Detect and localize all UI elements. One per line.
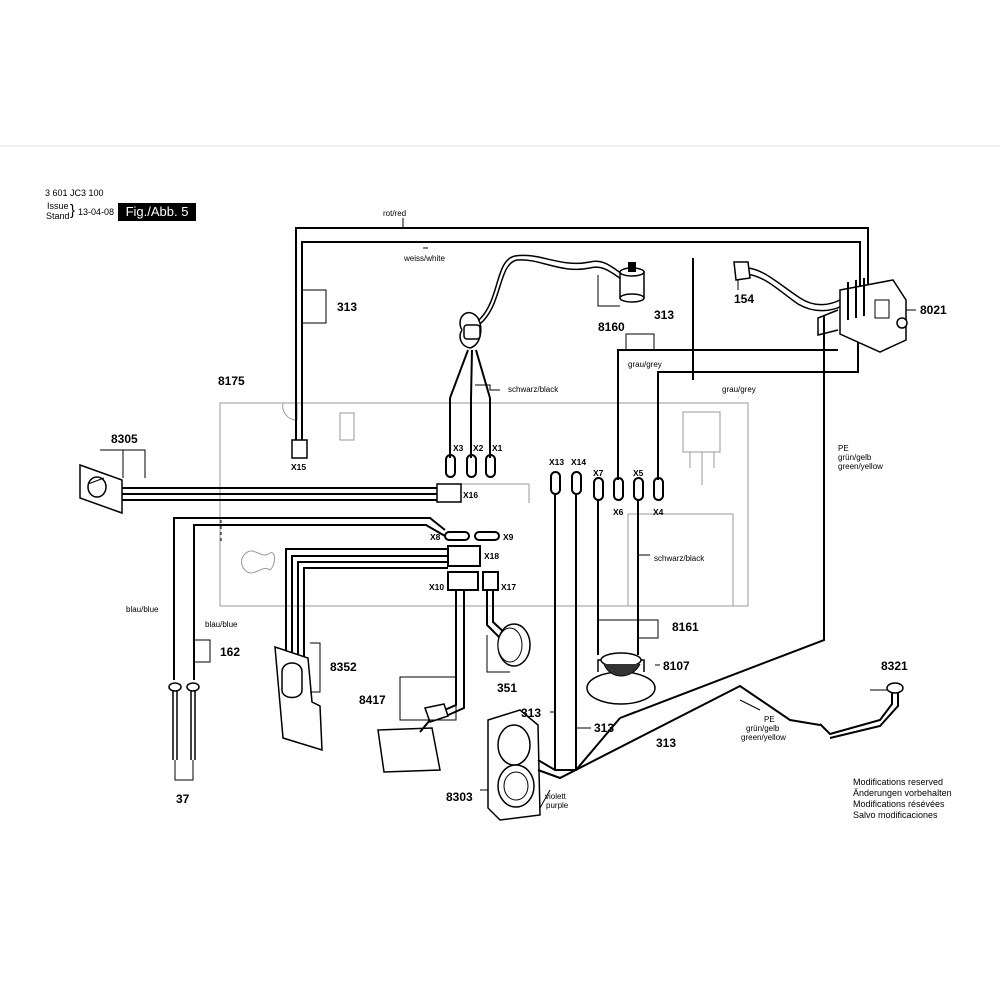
part-numbers: 8175 8305 313 8160 313 154 8021 8161 810… xyxy=(111,292,947,806)
doc-number: 3 601 JC3 100 xyxy=(45,188,104,198)
terminals-x1-x3 xyxy=(445,349,496,478)
part-313-top: 313 xyxy=(337,300,357,314)
part-8175: 8175 xyxy=(218,374,245,388)
label-x3: X3 xyxy=(453,443,464,453)
part-8352: 8352 xyxy=(330,660,357,674)
label-x4: X4 xyxy=(653,507,664,517)
thermal-fuse-sensor xyxy=(459,254,629,349)
component-8321 xyxy=(819,682,904,739)
wire-label-black-top: schwarz/black xyxy=(508,385,559,394)
wire-label-white: weiss/white xyxy=(403,254,445,263)
wire-label-pe-2-b: grün/gelb xyxy=(746,724,780,733)
part-37: 37 xyxy=(176,792,190,806)
note-line-4: Salvo modificaciones xyxy=(853,810,938,820)
part-8303: 8303 xyxy=(446,790,473,804)
wire-label-pe-1-a: PE xyxy=(838,444,849,453)
note-line-3: Modifications résévées xyxy=(853,799,945,809)
component-8160 xyxy=(619,262,645,303)
label-x16: X16 xyxy=(463,490,478,500)
wire-red-white xyxy=(295,227,869,440)
label-x15: X15 xyxy=(291,462,306,472)
modifications-note: Modifications reserved Änderungen vorbeh… xyxy=(853,777,952,821)
connector-x16-body xyxy=(436,483,462,503)
wire-label-red: rot/red xyxy=(383,209,406,218)
label-x5: X5 xyxy=(633,468,644,478)
wire-label-pe-1-c: green/yellow xyxy=(838,462,883,471)
leader-lines xyxy=(100,218,916,809)
component-8352 xyxy=(274,645,323,752)
wire-label-grey-1: grau/grey xyxy=(628,360,662,369)
issue-brace: } xyxy=(70,202,76,219)
connector-labels: X3 X2 X1 X15 X16 X13 X14 X7 X5 X6 X4 X8 … xyxy=(291,443,664,592)
wire-label-violet-a: violett xyxy=(545,792,567,801)
part-313-mid-right: 313 xyxy=(594,721,614,735)
label-x18: X18 xyxy=(484,551,499,561)
wire-label-grey-2: grau/grey xyxy=(722,385,756,394)
component-8417 xyxy=(377,703,449,773)
part-8107: 8107 xyxy=(663,659,690,673)
component-8303 xyxy=(487,684,821,821)
part-8305: 8305 xyxy=(111,432,138,446)
wire-label-blue-2: blau/blue xyxy=(205,620,238,629)
label-x6: X6 xyxy=(613,507,624,517)
part-313-mid-left: 313 xyxy=(521,706,541,720)
wire-label-pe-1-b: grün/gelb xyxy=(838,453,872,462)
label-x7: X7 xyxy=(593,468,604,478)
stand-label: Stand xyxy=(46,211,70,221)
part-8417: 8417 xyxy=(359,693,386,707)
part-313-pe: 313 xyxy=(656,736,676,750)
part-154: 154 xyxy=(734,292,754,306)
component-37 xyxy=(168,682,200,760)
cable-8305-x16 xyxy=(122,487,440,501)
part-313-grey: 313 xyxy=(654,308,674,322)
part-8021: 8021 xyxy=(920,303,947,317)
wire-label-pe-2-c: green/yellow xyxy=(741,733,786,742)
part-162: 162 xyxy=(220,645,240,659)
terminals-x4-x14 xyxy=(550,471,664,770)
cable-x10-8417 xyxy=(439,590,465,717)
label-x10: X10 xyxy=(429,582,444,592)
cable-x18-8352 xyxy=(285,548,448,668)
part-351: 351 xyxy=(497,681,517,695)
label-x14: X14 xyxy=(571,457,586,467)
wire-label-violet-b: purple xyxy=(546,801,569,810)
wire-label-blue-1: blau/blue xyxy=(126,605,159,614)
component-154 xyxy=(733,261,843,312)
component-8305 xyxy=(79,463,123,515)
component-8107 xyxy=(586,652,656,705)
wire-label-pe-2-a: PE xyxy=(764,715,775,724)
wire-label-black-motor: schwarz/black xyxy=(654,554,705,563)
terminals-x8-x18 xyxy=(444,531,500,591)
issue-date: 13-04-08 xyxy=(78,207,115,217)
label-x17: X17 xyxy=(501,582,516,592)
note-line-1: Modifications reserved xyxy=(853,777,944,787)
connector-x15-body xyxy=(291,439,308,459)
part-8160: 8160 xyxy=(598,320,625,334)
wire-labels: rot/red weiss/white schwarz/black schwar… xyxy=(126,209,883,810)
label-x13: X13 xyxy=(549,457,564,467)
figure-label: Fig./Abb. 5 xyxy=(118,203,196,221)
note-line-2: Änderungen vorbehalten xyxy=(853,788,952,798)
label-x1: X1 xyxy=(492,443,503,453)
issue-label: Issue xyxy=(47,201,69,211)
component-8021 xyxy=(817,278,908,353)
control-board-8175 xyxy=(219,402,749,607)
wire-pe xyxy=(619,258,825,719)
label-x2: X2 xyxy=(473,443,484,453)
wire-grey xyxy=(617,330,859,480)
component-351 xyxy=(497,623,531,667)
label-x8: X8 xyxy=(430,532,441,542)
cable-x17-351 xyxy=(486,590,507,639)
part-8161: 8161 xyxy=(672,620,699,634)
part-8321: 8321 xyxy=(881,659,908,673)
wire-blue xyxy=(173,517,446,680)
label-x9: X9 xyxy=(503,532,514,542)
